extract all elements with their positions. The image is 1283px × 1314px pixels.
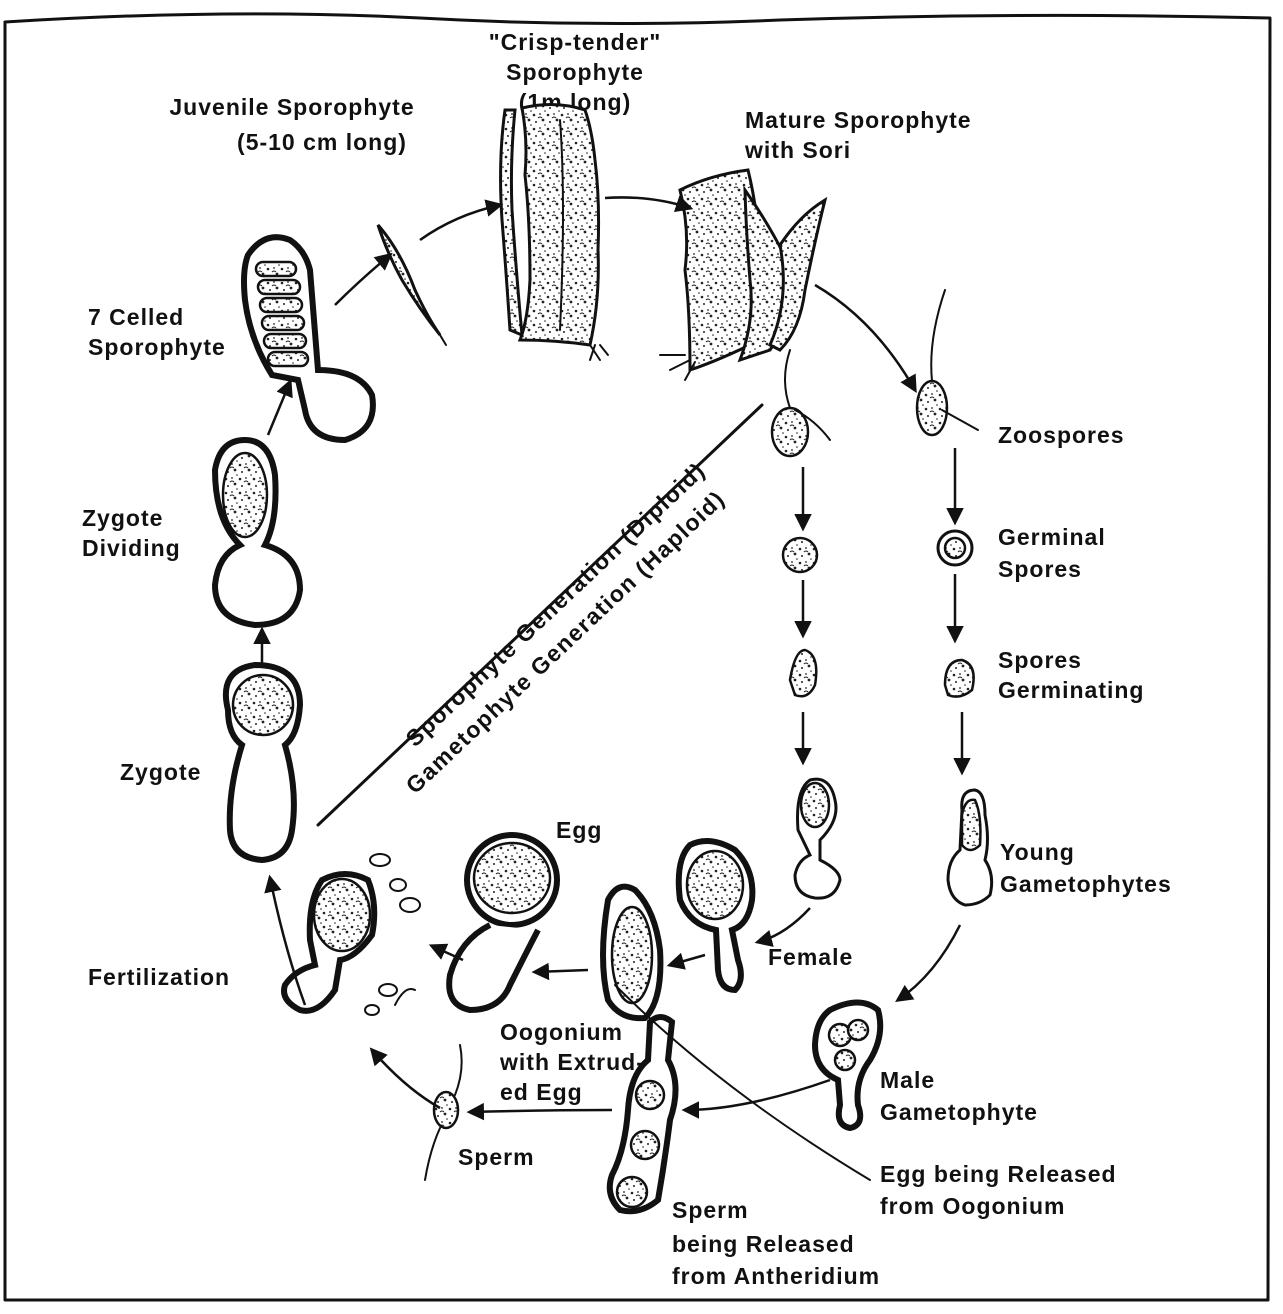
svg-text:being Released: being Released	[672, 1231, 855, 1257]
svg-text:Zygote: Zygote	[82, 505, 163, 531]
svg-text:Spores: Spores	[998, 647, 1082, 673]
svg-text:Germinating: Germinating	[998, 677, 1144, 703]
female-young-gametophyte	[795, 779, 840, 898]
egg-being-released	[603, 887, 660, 1019]
label-male-gametophyte: Male Gametophyte	[880, 1067, 1038, 1125]
svg-text:Sporophyte: Sporophyte	[88, 334, 226, 360]
svg-text:with Sori: with Sori	[744, 137, 851, 163]
svg-text:7 Celled: 7 Celled	[88, 304, 184, 330]
svg-text:Spores: Spores	[998, 556, 1082, 582]
svg-text:with Extrud-: with Extrud-	[499, 1049, 645, 1075]
sperm	[425, 1045, 462, 1180]
male-germinal-spore-inner	[945, 538, 965, 558]
crisp-tender-sporophyte	[501, 104, 608, 360]
male-gametophyte	[815, 1003, 880, 1129]
svg-text:Mature Sporophyte: Mature Sporophyte	[745, 107, 972, 133]
label-spores-germinating: Spores Germinating	[998, 647, 1144, 703]
svg-text:(5-10 cm long): (5-10 cm long)	[237, 129, 407, 155]
female-germinal-spore	[783, 538, 817, 572]
label-sperm: Sperm	[458, 1144, 535, 1170]
male-spore-germinating	[945, 660, 974, 697]
label-sporophyte-generation: Sporophyte Generation (Diploid)	[401, 457, 711, 752]
svg-text:Juvenile Sporophyte: Juvenile Sporophyte	[169, 94, 414, 120]
label-young-gametophytes: Young Gametophytes	[1000, 839, 1172, 897]
svg-text:from Oogonium: from Oogonium	[880, 1193, 1065, 1219]
svg-text:Dividing: Dividing	[82, 535, 181, 561]
svg-text:Sporophyte: Sporophyte	[506, 59, 644, 85]
svg-text:Oogonium: Oogonium	[500, 1019, 623, 1045]
male-zoospore	[917, 290, 978, 435]
svg-text:from Antheridium: from Antheridium	[672, 1263, 880, 1289]
label-egg: Egg	[556, 817, 602, 843]
label-zoospores: Zoospores	[998, 422, 1125, 448]
zygote	[226, 665, 300, 860]
label-germinal-spores: Germinal Spores	[998, 524, 1106, 582]
label-crisp-tender: "Crisp-tender" Sporophyte (1m long)	[489, 29, 662, 115]
label-juvenile-sporophyte: Juvenile Sporophyte (5-10 cm long)	[169, 94, 414, 155]
label-egg-released: Egg being Released from Oogonium	[880, 1161, 1117, 1219]
label-7-celled-sporophyte: 7 Celled Sporophyte	[88, 304, 226, 360]
label-mature-sporophyte: Mature Sporophyte with Sori	[744, 107, 972, 163]
oogonium-with-extruded-egg	[449, 835, 557, 1010]
svg-text:Sperm: Sperm	[672, 1197, 749, 1223]
female-zoospore	[772, 350, 830, 456]
label-gametophyte-generation: Gametophyte Generation (Haploid)	[401, 485, 730, 799]
female-gametophyte	[679, 841, 753, 990]
sperm-being-released	[610, 1017, 676, 1211]
label-sperm-released: Sperm being Released from Antheridium	[672, 1197, 880, 1289]
female-spore-germinating	[790, 650, 816, 696]
juvenile-sporophyte	[378, 225, 446, 345]
svg-text:Gametophyte: Gametophyte	[880, 1099, 1038, 1125]
label-zygote-dividing: Zygote Dividing	[82, 505, 181, 561]
svg-text:Gametophytes: Gametophytes	[1000, 871, 1172, 897]
label-fertilization: Fertilization	[88, 964, 230, 990]
male-young-gametophyte	[948, 790, 992, 905]
mature-sporophyte	[660, 170, 825, 380]
label-zygote: Zygote	[120, 759, 201, 785]
label-female: Female	[768, 944, 853, 970]
zygote-dividing	[215, 440, 300, 625]
svg-text:Male: Male	[880, 1067, 935, 1093]
svg-text:Egg being Released: Egg being Released	[880, 1161, 1117, 1187]
svg-text:ed Egg: ed Egg	[500, 1079, 583, 1105]
svg-text:"Crisp-tender": "Crisp-tender"	[489, 29, 662, 55]
label-oogonium: Oogonium with Extrud- ed Egg	[499, 1019, 645, 1105]
seven-celled-sporophyte	[244, 237, 373, 440]
fertilization-cell	[284, 854, 420, 1015]
svg-text:Young: Young	[1000, 839, 1075, 865]
svg-text:Germinal: Germinal	[998, 524, 1106, 550]
